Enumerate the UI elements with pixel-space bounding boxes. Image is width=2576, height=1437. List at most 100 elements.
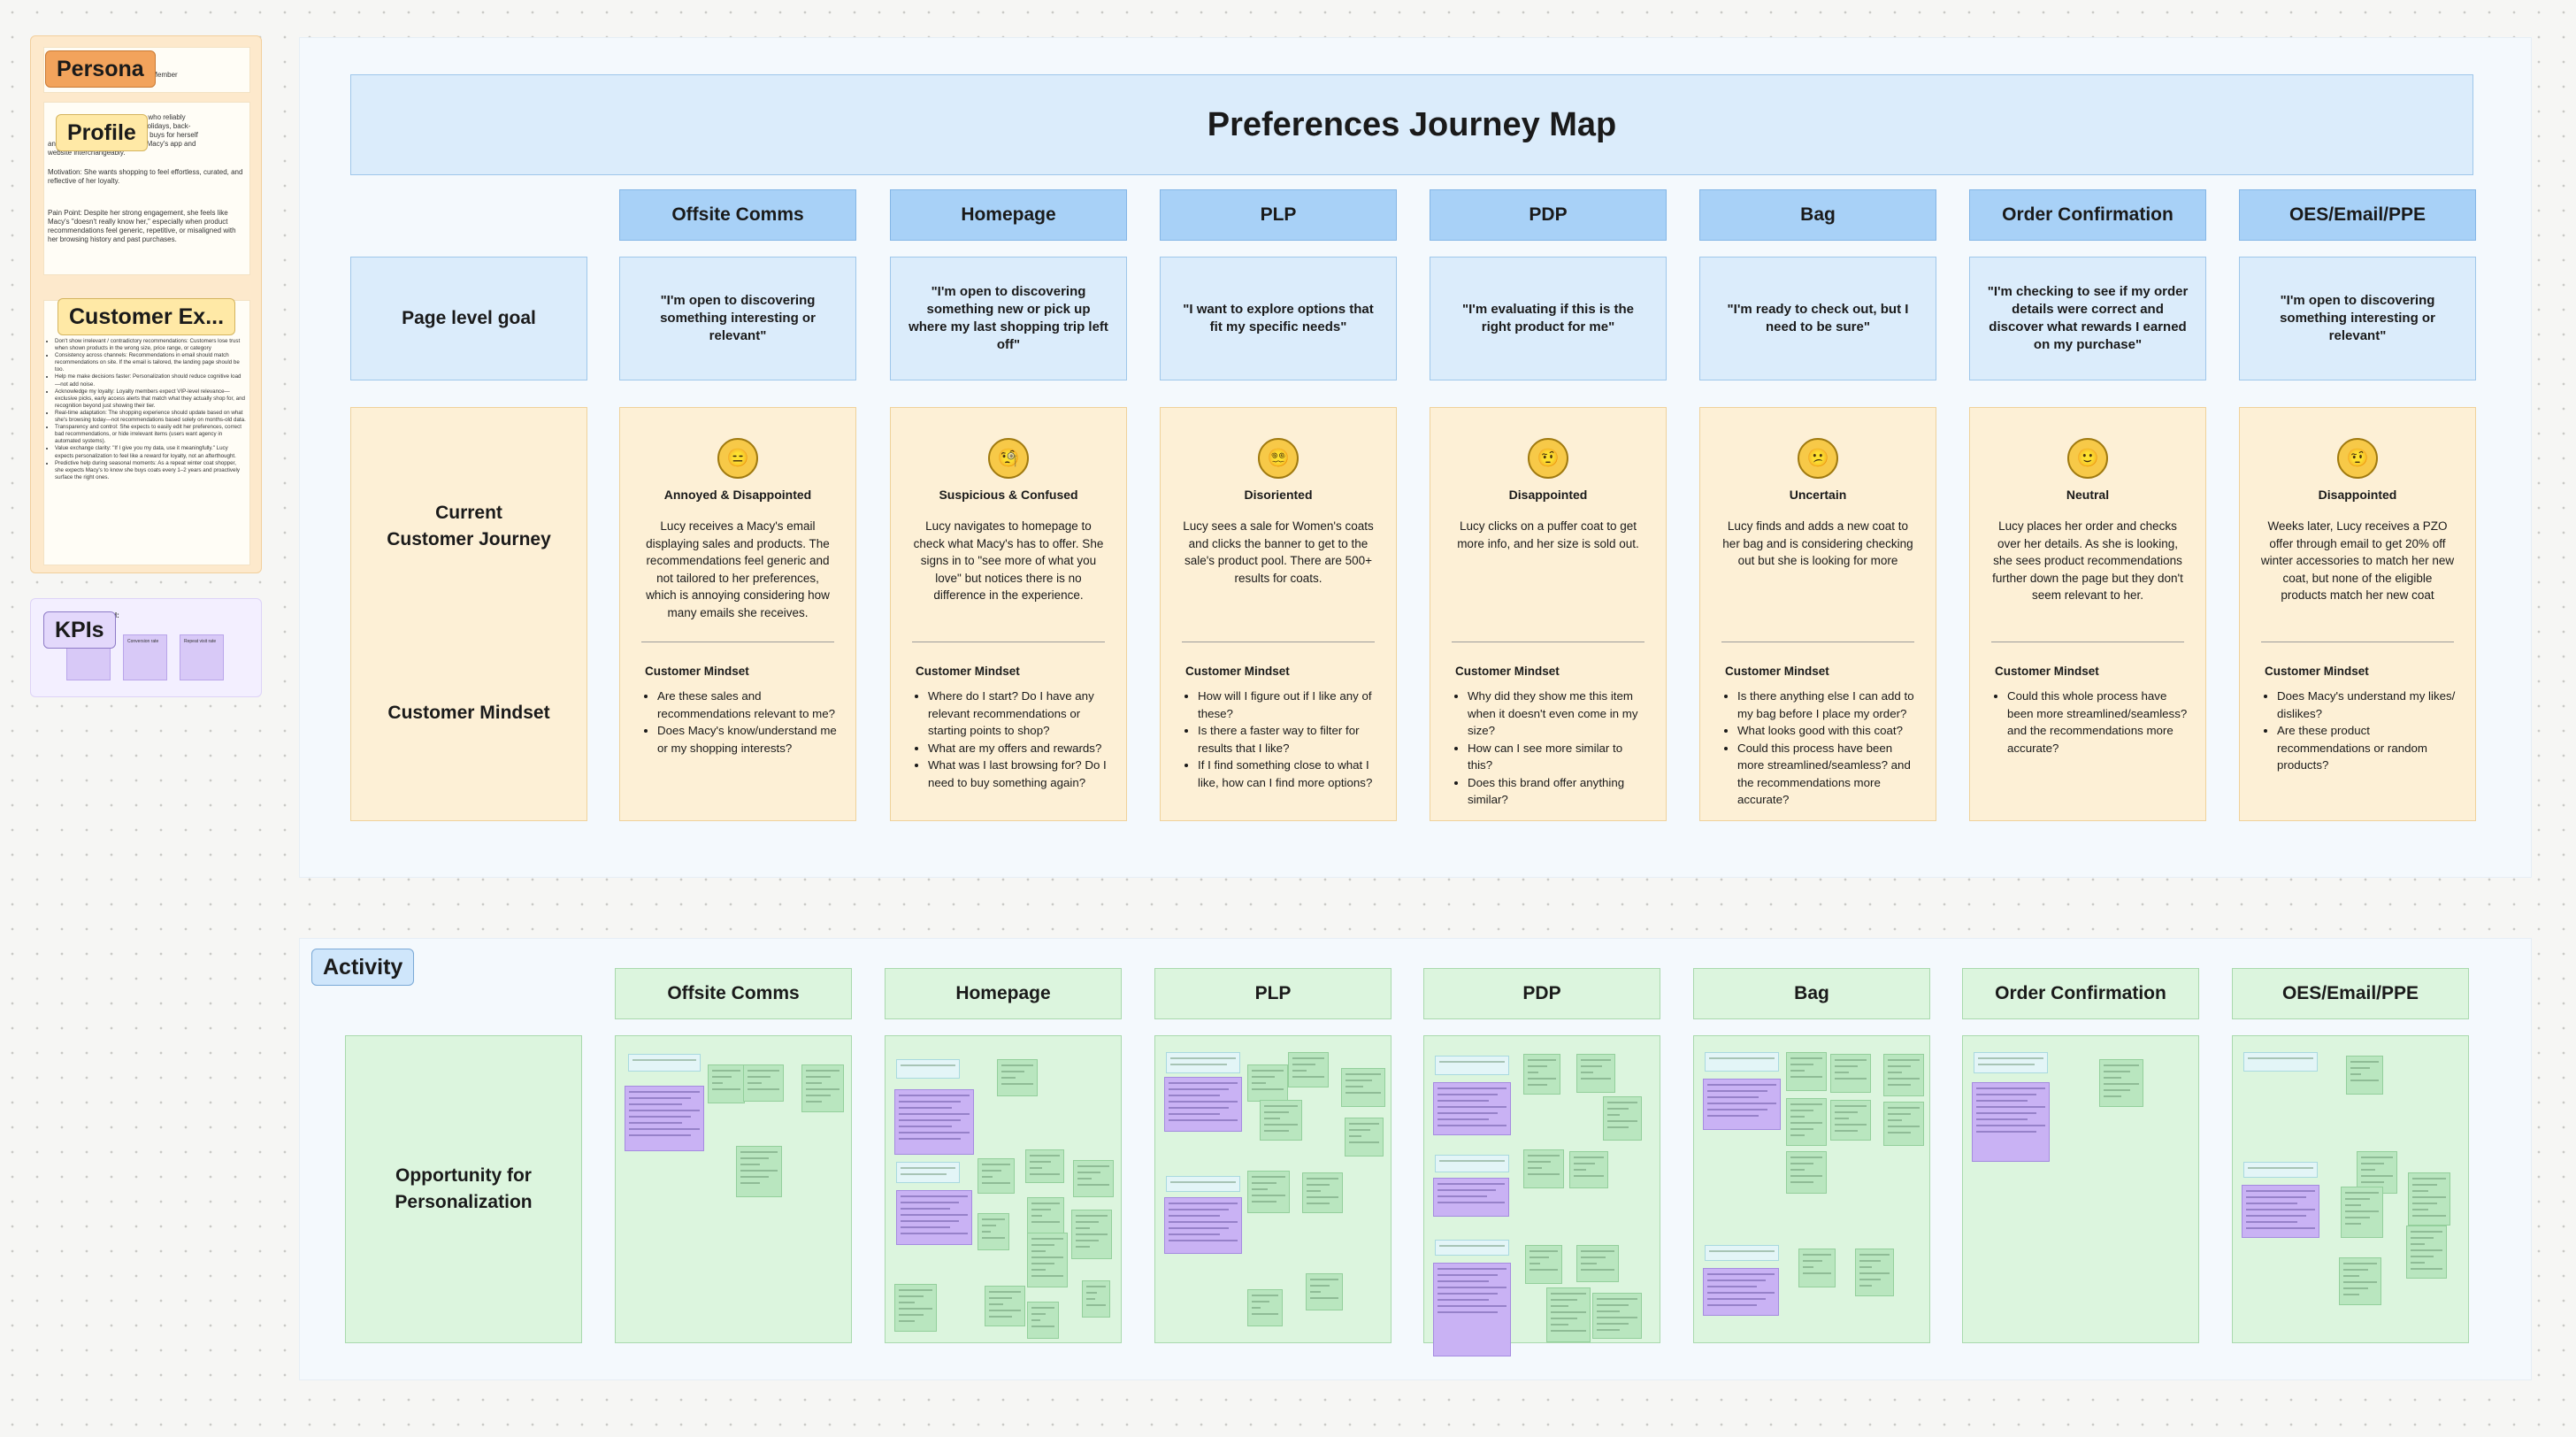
idea-sticky-note[interactable]: [1592, 1293, 1642, 1339]
label-sticky-note[interactable]: [1705, 1245, 1779, 1261]
activity-column-header[interactable]: OES/Email/PPE: [2232, 968, 2469, 1019]
idea-sticky-note[interactable]: [1027, 1233, 1068, 1287]
idea-sticky-note[interactable]: [736, 1146, 782, 1197]
kpi-card[interactable]: Conversion rate: [123, 634, 167, 680]
opportunity-sticky-note[interactable]: [1433, 1082, 1511, 1135]
idea-sticky-note[interactable]: [1306, 1273, 1343, 1310]
idea-sticky-note[interactable]: [1786, 1098, 1827, 1146]
idea-sticky-note[interactable]: [1073, 1160, 1114, 1197]
idea-sticky-note[interactable]: [1341, 1068, 1385, 1107]
text-line: [712, 1088, 740, 1090]
opportunity-sticky-note[interactable]: [1433, 1263, 1511, 1356]
idea-sticky-note[interactable]: [1523, 1149, 1564, 1188]
idea-sticky-note[interactable]: [2339, 1257, 2381, 1305]
idea-sticky-note[interactable]: [1798, 1249, 1836, 1287]
idea-sticky-note[interactable]: [1247, 1064, 1288, 1102]
opportunity-sticky-note[interactable]: [1703, 1268, 1779, 1316]
idea-sticky-note[interactable]: [2341, 1187, 2383, 1238]
idea-sticky-note[interactable]: [1027, 1197, 1064, 1234]
label-sticky-note[interactable]: [1435, 1240, 1509, 1256]
idea-sticky-note[interactable]: [1247, 1171, 1290, 1213]
column-header[interactable]: Bag: [1699, 189, 1936, 241]
label-sticky-note[interactable]: [896, 1059, 960, 1079]
label-sticky-note[interactable]: [1974, 1052, 2048, 1073]
profile-tag[interactable]: Profile: [56, 114, 148, 151]
customer-experience-tag[interactable]: Customer Ex...: [58, 298, 236, 335]
idea-sticky-note[interactable]: [1082, 1280, 1110, 1318]
activity-column-header[interactable]: PDP: [1423, 968, 1660, 1019]
opportunity-sticky-note[interactable]: [1703, 1079, 1781, 1130]
column-header[interactable]: Homepage: [890, 189, 1127, 241]
opportunity-sticky-note[interactable]: [625, 1086, 704, 1151]
kpi-card[interactable]: Repeat visit rate: [180, 634, 224, 680]
idea-sticky-note[interactable]: [1830, 1100, 1871, 1141]
opportunity-sticky-note[interactable]: [894, 1089, 974, 1155]
label-sticky-note[interactable]: [1705, 1052, 1779, 1072]
label-sticky-note[interactable]: [896, 1162, 960, 1183]
idea-sticky-note[interactable]: [1247, 1289, 1283, 1326]
label-sticky-note[interactable]: [1166, 1052, 1240, 1073]
idea-sticky-note[interactable]: [708, 1064, 745, 1103]
idea-sticky-note[interactable]: [2408, 1172, 2450, 1226]
label-sticky-note[interactable]: [628, 1054, 701, 1072]
idea-sticky-note[interactable]: [1546, 1287, 1591, 1342]
idea-sticky-note[interactable]: [1525, 1245, 1562, 1284]
activity-column-header[interactable]: Order Confirmation: [1962, 968, 2199, 1019]
idea-sticky-note[interactable]: [894, 1284, 937, 1332]
opportunity-sticky-note[interactable]: [1972, 1082, 2050, 1162]
opportunity-sticky-note[interactable]: [1433, 1178, 1509, 1217]
opportunity-sticky-note[interactable]: [1164, 1197, 1242, 1254]
column-header[interactable]: OES/Email/PPE: [2239, 189, 2476, 241]
label-sticky-note[interactable]: [1435, 1155, 1509, 1172]
activity-column-header[interactable]: Offsite Comms: [615, 968, 852, 1019]
idea-sticky-note[interactable]: [1523, 1054, 1560, 1095]
label-sticky-note[interactable]: [1435, 1056, 1509, 1075]
text-line: [1076, 1215, 1108, 1217]
idea-sticky-note[interactable]: [1786, 1052, 1827, 1091]
idea-sticky-note[interactable]: [1576, 1245, 1619, 1282]
idea-sticky-note[interactable]: [2099, 1059, 2143, 1107]
column-header[interactable]: PLP: [1160, 189, 1397, 241]
idea-sticky-note[interactable]: [1883, 1102, 1924, 1146]
idea-sticky-note[interactable]: [1786, 1151, 1827, 1194]
activity-column-header[interactable]: Homepage: [885, 968, 1122, 1019]
text-line: [1292, 1070, 1307, 1072]
idea-sticky-note[interactable]: [1883, 1054, 1924, 1096]
idea-sticky-note[interactable]: [978, 1213, 1009, 1250]
idea-sticky-note[interactable]: [978, 1158, 1015, 1194]
activity-column-header[interactable]: PLP: [1154, 968, 1392, 1019]
idea-sticky-note[interactable]: [1603, 1096, 1642, 1141]
label-sticky-note[interactable]: [2243, 1162, 2318, 1178]
activity-tag[interactable]: Activity: [311, 949, 415, 986]
idea-sticky-note[interactable]: [1288, 1052, 1329, 1087]
label-sticky-note[interactable]: [1166, 1176, 1240, 1192]
opportunity-sticky-note[interactable]: [1164, 1077, 1242, 1132]
idea-sticky-note[interactable]: [2406, 1226, 2447, 1279]
opportunity-sticky-note[interactable]: [896, 1190, 972, 1245]
idea-sticky-note[interactable]: [1027, 1302, 1059, 1339]
idea-sticky-note[interactable]: [1576, 1054, 1615, 1093]
idea-sticky-note[interactable]: [1345, 1118, 1384, 1157]
idea-sticky-note[interactable]: [1855, 1249, 1894, 1296]
idea-sticky-note[interactable]: [985, 1286, 1025, 1326]
mindset-list: Where do I start? Do I have any relevant…: [916, 688, 1108, 791]
idea-sticky-note[interactable]: [1830, 1054, 1871, 1093]
text-line: [901, 1220, 959, 1222]
persona-tag[interactable]: Persona: [45, 50, 156, 88]
idea-sticky-note[interactable]: [2346, 1056, 2383, 1095]
kpis-tag[interactable]: KPIs: [43, 611, 116, 649]
opportunity-sticky-note[interactable]: [2242, 1185, 2319, 1238]
idea-sticky-note[interactable]: [1569, 1151, 1608, 1188]
idea-sticky-note[interactable]: [997, 1059, 1038, 1096]
idea-sticky-note[interactable]: [801, 1064, 844, 1112]
activity-column-header[interactable]: Bag: [1693, 968, 1930, 1019]
label-sticky-note[interactable]: [2243, 1052, 2318, 1072]
idea-sticky-note[interactable]: [743, 1064, 784, 1102]
column-header[interactable]: Offsite Comms: [619, 189, 856, 241]
idea-sticky-note[interactable]: [1025, 1149, 1064, 1183]
idea-sticky-note[interactable]: [1260, 1100, 1302, 1141]
idea-sticky-note[interactable]: [1071, 1210, 1112, 1259]
column-header[interactable]: PDP: [1430, 189, 1667, 241]
idea-sticky-note[interactable]: [1302, 1172, 1343, 1213]
column-header[interactable]: Order Confirmation: [1969, 189, 2206, 241]
